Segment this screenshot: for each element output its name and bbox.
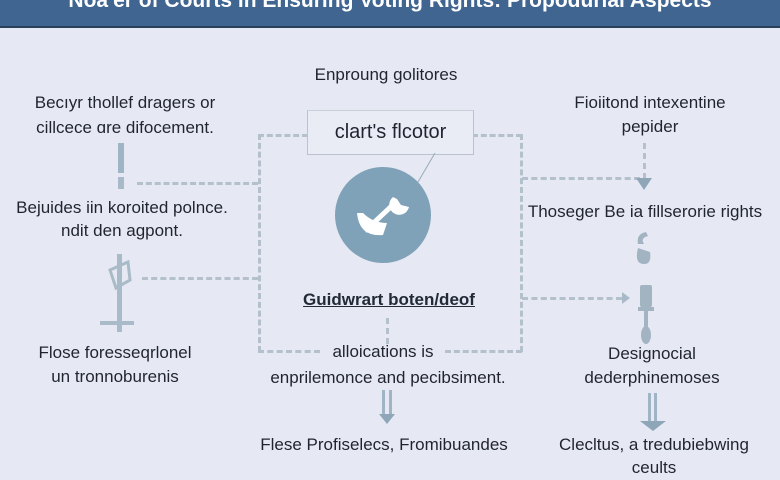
- wrench-tools-icon: [357, 197, 409, 236]
- stamp-icon: [638, 285, 654, 344]
- connector-right-1: [522, 177, 640, 180]
- center-bottom-line-2: enprilemonce and pecibsiment.: [270, 368, 506, 387]
- connector-left-1: [137, 182, 258, 185]
- left-item-1-line-2: cillcece ɑre difocement.: [36, 118, 214, 137]
- bar-icon: [118, 143, 124, 189]
- connector-left-2: [142, 277, 258, 280]
- right-item-3-line-2: dederphinemoses: [584, 368, 720, 387]
- arrow-right-icon: [622, 292, 630, 304]
- arrow-down-icon: [640, 393, 666, 431]
- arrow-down-icon: [379, 390, 395, 424]
- scales-cross-icon: [100, 254, 134, 332]
- center-box: clart's flcotor: [307, 110, 474, 155]
- box-pointer-line: [417, 152, 436, 183]
- left-item-3-line-1: Flose foresseqrlonel: [38, 343, 192, 362]
- left-item-3-line-2: un tronnoburenis: [51, 367, 179, 386]
- center-top-label: Enproung golitores: [314, 65, 458, 84]
- right-item-3-line-1: Designocial: [608, 344, 696, 363]
- right-item-1-line-1: Fioiitond intexentine: [574, 93, 726, 112]
- right-item-2: Thoseger Be ia fillserorie rights: [527, 202, 763, 221]
- center-frame-bottom-right: [445, 350, 522, 353]
- center-final: Flese Profiselecs, Fromibuandes: [260, 435, 508, 454]
- right-final-line-1: Clecltus, a tredubiebwing: [559, 435, 749, 454]
- center-frame-bottom-left: [258, 350, 320, 353]
- right-item-1-line-2: pepider: [621, 117, 679, 136]
- left-item-2-line-2: ndit den agpont.: [61, 221, 183, 240]
- center-bottom-line-1: alloications is: [332, 342, 434, 361]
- connector-right-2: [522, 297, 622, 300]
- center-frame-top-left: [258, 134, 308, 137]
- center-frame-top-right: [472, 134, 522, 137]
- left-item-1-line-1: Becıyr thollef dragers or: [34, 93, 216, 112]
- center-frame-right: [520, 134, 523, 352]
- right-final-line-2: ceults: [631, 458, 677, 477]
- center-frame-left: [258, 134, 261, 352]
- page-title: Noa'er of Courts in Ensuring Voting Righ…: [68, 0, 712, 12]
- hook-icon: [636, 232, 651, 264]
- connector-right-v: [643, 143, 646, 179]
- center-connector: [386, 318, 389, 344]
- arrow-down-icon: [636, 178, 652, 190]
- left-item-2-line-1: Bejuides iin koroited polnce.: [16, 198, 228, 217]
- center-bold-label: Guidwrart boten/deof: [303, 290, 475, 309]
- header-bar: Noa'er of Courts in Ensuring Voting Righ…: [0, 0, 780, 28]
- center-circle: [335, 167, 431, 263]
